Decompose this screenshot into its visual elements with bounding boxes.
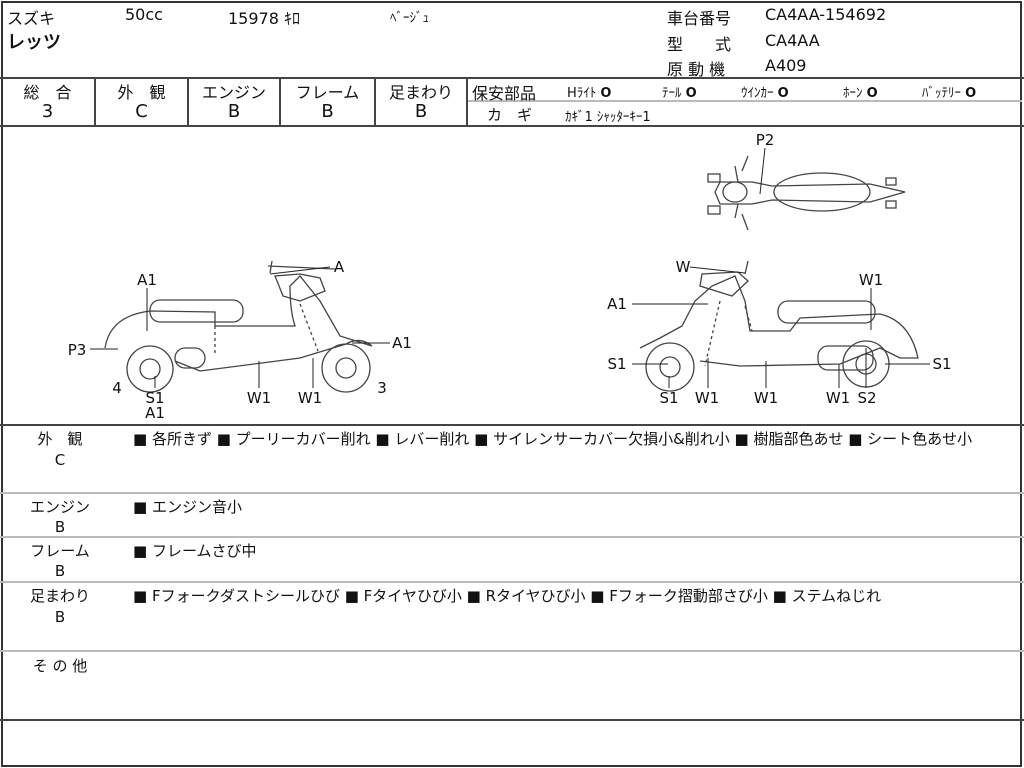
divider: [0, 77, 1024, 79]
grade-frame-value: B: [321, 101, 334, 122]
item-name: ﾎｰﾝ: [843, 86, 863, 101]
damage-label: S2: [857, 389, 877, 407]
damage-label: S1: [145, 389, 165, 407]
damage-label: 4: [112, 379, 122, 397]
leader-lines: [90, 147, 930, 388]
frame-no: CA4AA-154692: [765, 5, 887, 24]
model-name: レッツ: [7, 32, 61, 53]
safety-item-winker: ｳｲﾝｶｰ O: [741, 82, 789, 101]
item-name: ﾃｰﾙ: [662, 86, 682, 101]
damage-label: 3: [377, 379, 387, 397]
damage-label: S1: [607, 355, 627, 373]
safety-item-headlight: Hﾗｲﾄ O: [567, 82, 611, 101]
divider: [0, 719, 1024, 721]
grade-overall-value: 3: [41, 101, 54, 122]
key-value: ｶｷﾞ1 ｼｬｯﾀｰｷｰ1: [565, 110, 651, 125]
grade-suspension-value: B: [414, 101, 428, 122]
status-mark: O: [777, 86, 789, 101]
damage-label: W1: [297, 389, 323, 407]
grade-overall-label: 総 合: [23, 83, 72, 102]
item-name: Hﾗｲﾄ: [567, 86, 597, 101]
safety-item-tail: ﾃｰﾙ O: [662, 82, 697, 101]
damage-label: A1: [392, 334, 412, 352]
divider: [279, 77, 281, 127]
damage-label: A1: [607, 295, 627, 313]
damage-label: A1: [137, 271, 157, 289]
divider: [0, 492, 1024, 494]
remark-category-engine: エンジン: [29, 498, 90, 516]
key-label: カ ギ: [487, 106, 533, 124]
status-mark: O: [685, 86, 697, 101]
divider: [187, 77, 189, 127]
safety-item-battery: ﾊﾞｯﾃﾘｰ O: [922, 82, 976, 101]
status-mark: O: [600, 86, 612, 101]
grade-engine-label: エンジン: [201, 83, 266, 102]
damage-label: P3: [67, 341, 87, 359]
divider: [0, 536, 1024, 538]
engine-code: A409: [765, 56, 807, 75]
mileage: 15978 ｷﾛ: [228, 9, 300, 28]
divider: [466, 77, 468, 127]
remark-text-suspension: ■ Fフォークダストシールひび ■ Fタイヤひび小 ■ Rタイヤひび小 ■ Fフ…: [133, 587, 882, 605]
remark-grade-frame: B: [54, 562, 66, 580]
safety-item-horn: ﾎｰﾝ O: [843, 82, 878, 101]
remark-category-exterior: 外 観: [37, 430, 83, 448]
grade-suspension-label: 足まわり: [388, 83, 453, 102]
remark-grade-suspension: B: [54, 608, 66, 626]
divider: [374, 77, 376, 127]
grade-exterior-value: C: [135, 101, 148, 122]
damage-label: A: [333, 258, 345, 276]
remark-category-other: そ の 他: [32, 657, 88, 675]
remark-grade-exterior: C: [54, 451, 66, 469]
grade-engine-value: B: [227, 101, 241, 122]
grade-frame-label: フレーム: [295, 83, 360, 102]
remark-category-frame: フレーム: [30, 542, 90, 560]
grade-exterior-label: 外 観: [117, 83, 166, 102]
model-type: CA4AA: [765, 31, 820, 50]
damage-label: S1: [659, 389, 679, 407]
damage-label: W: [675, 258, 691, 276]
divider: [0, 650, 1024, 652]
damage-label: S1: [932, 355, 952, 373]
remark-text-exterior: ■ 各所きず ■ プーリーカバー削れ ■ レバー削れ ■ サイレンサーカバー欠損…: [133, 430, 973, 448]
item-name: ﾊﾞｯﾃﾘｰ: [922, 86, 961, 101]
damage-label: W1: [694, 389, 720, 407]
left-side-scooter: [104, 260, 373, 393]
displacement: 50cc: [125, 5, 163, 24]
remark-category-suspension: 足まわり: [29, 587, 90, 605]
remark-grade-engine: B: [54, 518, 66, 536]
damage-label: W1: [246, 389, 272, 407]
divider: [0, 581, 1024, 583]
divider: [467, 100, 1022, 102]
status-mark: O: [965, 86, 977, 101]
damage-label: A1: [145, 404, 165, 422]
maker: スズキ: [7, 9, 56, 28]
damage-label: P2: [755, 131, 775, 149]
type-label: 型 式: [667, 35, 732, 54]
frame-no-label: 車台番号: [667, 9, 732, 28]
divider: [0, 125, 1024, 127]
remark-text-frame: ■ フレームさび中: [133, 542, 257, 560]
remark-text-engine: ■ エンジン音小: [133, 498, 242, 516]
color: ﾍﾞｰｼﾞｭ: [390, 11, 429, 26]
divider: [94, 77, 96, 127]
divider: [0, 424, 1024, 426]
damage-label: W1: [858, 271, 884, 289]
damage-label: W1: [753, 389, 779, 407]
item-name: ｳｲﾝｶｰ: [741, 86, 774, 101]
damage-label: W1: [825, 389, 851, 407]
engine-label: 原 動 機: [667, 60, 726, 79]
scooter-diagram: [90, 147, 930, 393]
status-mark: O: [866, 86, 878, 101]
safety-label: 保安部品: [472, 84, 537, 103]
top-view-scooter: [707, 155, 906, 231]
